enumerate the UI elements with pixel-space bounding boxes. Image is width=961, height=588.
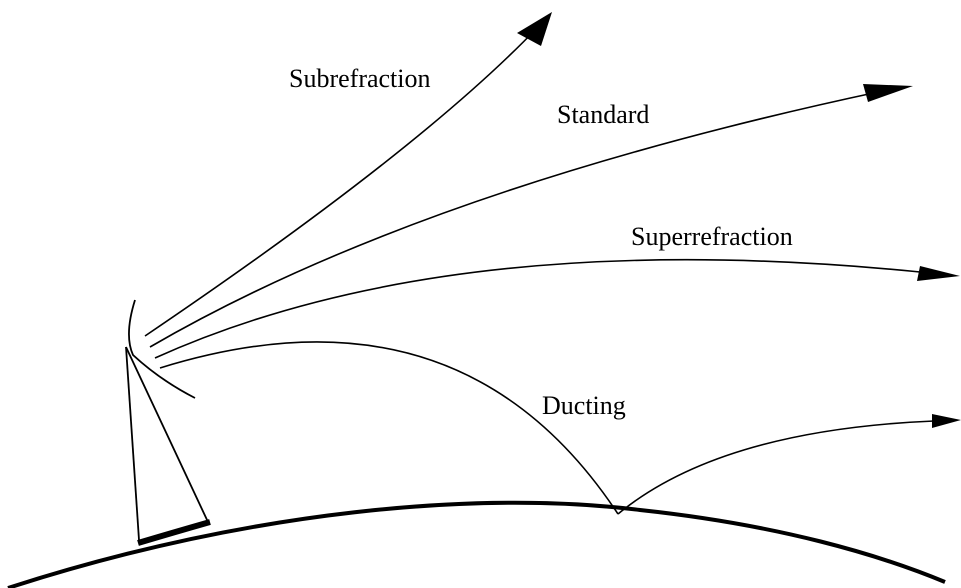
earth-surface-thick-segment xyxy=(137,519,211,546)
antenna-mast-left xyxy=(125,346,140,541)
label-standard: Standard xyxy=(557,100,650,129)
ray-subrefraction xyxy=(144,27,538,337)
arrowhead-superrefraction xyxy=(917,266,960,281)
ray-standard xyxy=(149,91,879,348)
arrowhead-subrefraction xyxy=(517,12,552,46)
ray-ducting xyxy=(159,341,619,515)
arrowhead-ducting xyxy=(932,414,961,428)
label-superrefraction: Superrefraction xyxy=(631,222,793,251)
label-ducting: Ducting xyxy=(542,391,626,420)
arrowhead-standard xyxy=(863,84,913,102)
label-subrefraction: Subrefraction xyxy=(289,64,431,93)
earth-surface xyxy=(7,500,946,588)
ray-superrefraction xyxy=(154,258,921,359)
antenna-mast-right xyxy=(125,346,209,523)
antenna-dish xyxy=(128,299,196,399)
ray-ducting-reflected xyxy=(617,420,935,515)
